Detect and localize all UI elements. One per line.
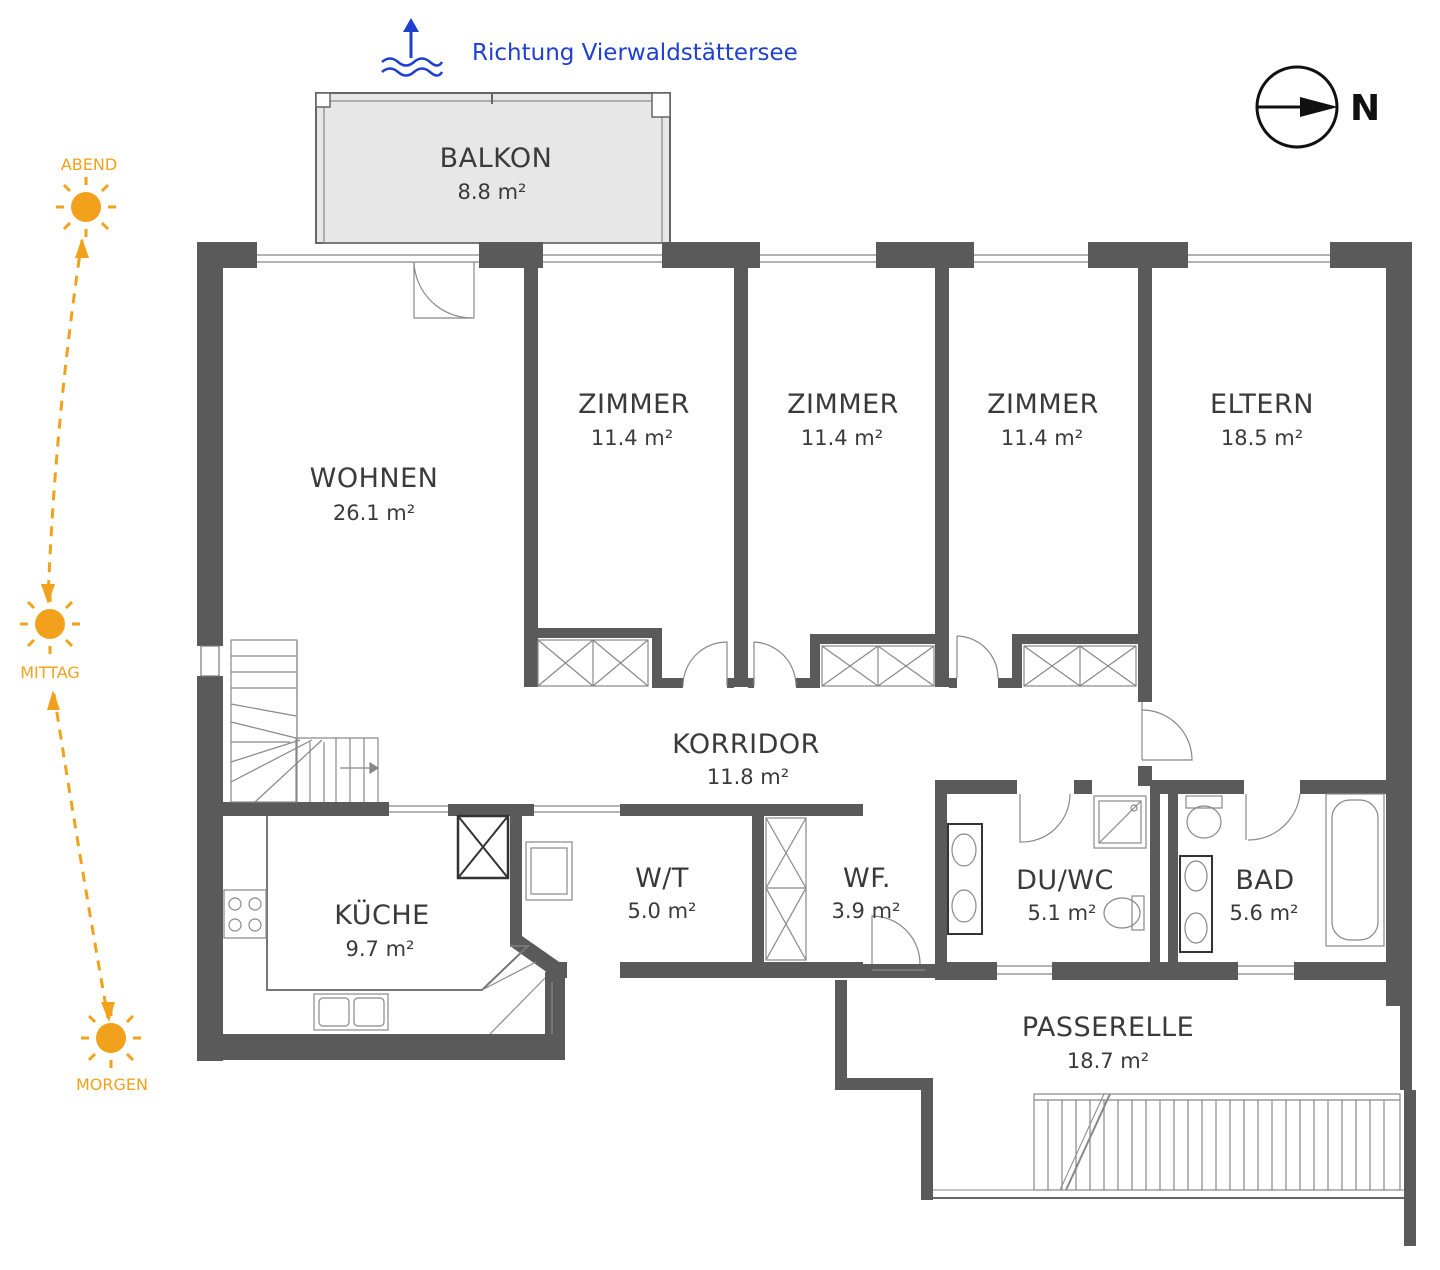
room-name: ZIMMER — [987, 389, 1099, 420]
shower-icon — [1093, 795, 1147, 849]
lake-direction-indicator: Richtung Vierwaldstättersee — [381, 18, 798, 77]
balcony — [315, 92, 671, 244]
room-area: 5.0 m² — [628, 899, 697, 923]
room-area: 5.6 m² — [1230, 901, 1299, 925]
room-balkon: BALKON 8.8 m² — [440, 143, 553, 204]
lake-arrow-icon — [381, 18, 444, 77]
room-area: 11.8 m² — [707, 765, 789, 789]
room-eltern: ELTERN 18.5 m² — [1210, 389, 1314, 450]
lake-direction-label: Richtung Vierwaldstättersee — [472, 40, 798, 66]
sun-morning-icon — [81, 1008, 141, 1068]
compass-arrow-icon — [1255, 65, 1339, 149]
room-name: ZIMMER — [787, 389, 899, 420]
toilet-icon — [1103, 895, 1145, 931]
room-name: DU/WC — [1016, 865, 1114, 896]
room-name: PASSERELLE — [1022, 1012, 1194, 1043]
room-kueche: KÜCHE 9.7 m² — [334, 899, 429, 961]
room-area: 3.9 m² — [832, 899, 901, 923]
room-name: ZIMMER — [578, 389, 690, 420]
room-zimmer-1: ZIMMER 11.4 m² — [578, 389, 690, 450]
kitchen-sink-icon — [313, 993, 389, 1031]
washbasin-icon — [947, 823, 983, 935]
north-label: N — [1350, 88, 1380, 129]
sun-label-morning: MORGEN — [76, 1075, 148, 1094]
sun-evening-icon — [56, 177, 116, 237]
room-name: KÜCHE — [334, 899, 429, 931]
staircase-living — [230, 639, 380, 803]
sun-noon-icon — [20, 594, 80, 654]
room-name: ELTERN — [1210, 389, 1314, 420]
room-name: BAD — [1235, 865, 1294, 896]
room-area: 11.4 m² — [1001, 426, 1083, 450]
room-wt: W/T 5.0 m² — [628, 863, 697, 923]
room-passerelle: PASSERELLE 18.7 m² — [1022, 1012, 1194, 1073]
room-area: 18.7 m² — [1067, 1049, 1149, 1073]
room-name: KORRIDOR — [672, 729, 820, 760]
bathtub-icon — [1325, 793, 1385, 947]
room-area: 26.1 m² — [333, 501, 415, 525]
stove-icon — [223, 889, 267, 939]
bad-toilet-icon — [1185, 795, 1223, 839]
room-name: BALKON — [440, 143, 553, 174]
room-name: WF. — [843, 863, 891, 894]
walls — [197, 242, 1416, 1246]
room-area: 9.7 m² — [346, 937, 415, 961]
laundry-machine-icon — [525, 841, 573, 901]
bad-washbasin-icon — [1179, 855, 1213, 953]
room-name: W/T — [635, 863, 689, 894]
room-name: WOHNEN — [310, 463, 439, 494]
room-area: 11.4 m² — [801, 426, 883, 450]
room-area: 8.8 m² — [458, 180, 527, 204]
room-korridor: KORRIDOR 11.8 m² — [672, 729, 820, 789]
room-wohnen: WOHNEN 26.1 m² — [310, 463, 439, 525]
room-area: 11.4 m² — [591, 426, 673, 450]
room-zimmer-3: ZIMMER 11.4 m² — [987, 389, 1099, 450]
room-bad: BAD 5.6 m² — [1230, 865, 1299, 925]
compass: N — [1255, 65, 1380, 149]
room-labels: BALKON 8.8 m² WOHNEN 26.1 m² ZIMMER 11.4… — [310, 143, 1314, 1073]
room-area: 18.5 m² — [1221, 426, 1303, 450]
room-duwc: DU/WC 5.1 m² — [1016, 865, 1114, 925]
sun-label-noon: MITTAG — [20, 663, 80, 682]
staircase-passerelle — [1033, 1093, 1401, 1191]
room-zimmer-2: ZIMMER 11.4 m² — [787, 389, 899, 450]
room-wf: WF. 3.9 m² — [832, 863, 901, 923]
sun-label-evening: ABEND — [61, 155, 117, 174]
wardrobes — [537, 639, 1137, 961]
doors — [413, 261, 1301, 971]
sun-path: ABEND MITTAG MORGEN — [20, 155, 148, 1094]
room-area: 5.1 m² — [1028, 901, 1097, 925]
kitchen-fixtures — [223, 814, 553, 1035]
